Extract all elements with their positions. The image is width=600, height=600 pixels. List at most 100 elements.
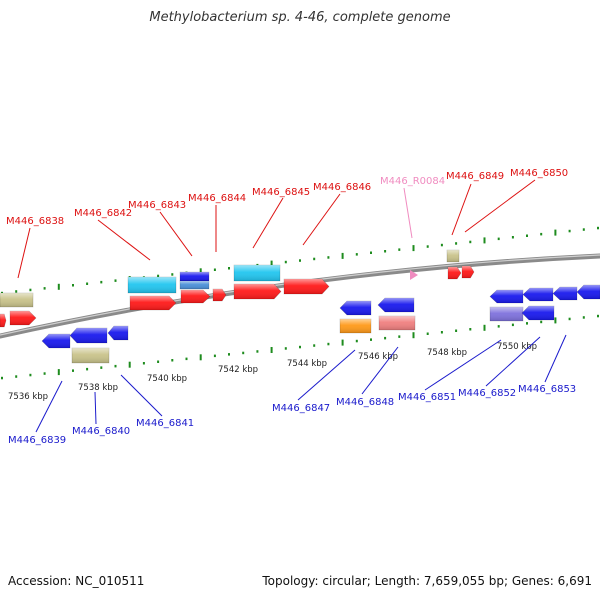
scale-label-7542: 7542 kbp: [218, 365, 258, 375]
bottom-tick: [242, 351, 245, 355]
bottom-tick-row: [1, 314, 599, 380]
rna-feature-M446_R0084[interactable]: [410, 270, 418, 280]
scale-label-7536: 7536 kbp: [8, 392, 48, 402]
gene-feature-red-4[interactable]: [212, 288, 227, 302]
scale-label-7538: 7538 kbp: [78, 383, 118, 393]
bottom-tick: [43, 372, 46, 375]
genome-summary-text: Topology: circular; Length: 7,659,055 bp…: [262, 574, 592, 588]
gene-feature-blue-8[interactable]: [522, 287, 554, 302]
gene-feature-blue-6[interactable]: [377, 297, 415, 313]
top-tick: [355, 253, 358, 256]
top-tick: [526, 234, 528, 237]
bottom-tick: [1, 376, 3, 380]
gene-label-M446_6845[interactable]: M446_6845: [252, 187, 310, 198]
gene-feature-cyan-2[interactable]: [233, 264, 281, 282]
top-tick: [100, 280, 103, 284]
gene-label-M446_6840[interactable]: M446_6840: [72, 426, 130, 437]
gene-feature-blue-2[interactable]: [69, 327, 108, 344]
top-tick: [341, 252, 344, 259]
scale-label-7540: 7540 kbp: [147, 374, 187, 384]
gene-label-M446_6841[interactable]: M446_6841: [136, 418, 194, 429]
gene-feature-pink-1[interactable]: [378, 315, 416, 331]
top-tick: [497, 237, 500, 241]
gene-feature-blue-7[interactable]: [489, 289, 524, 304]
top-tick: [412, 245, 415, 252]
gene-feature-blue-9[interactable]: [552, 286, 578, 301]
bottom-tick: [270, 347, 273, 353]
bottom-tick: [483, 324, 486, 331]
bottom-leader-lines: [35, 334, 567, 433]
gene-feature-blue-11[interactable]: [521, 305, 555, 321]
bottom-tick: [540, 320, 543, 324]
bottom-tick: [142, 362, 145, 365]
gene-feature-red-5[interactable]: [233, 283, 282, 300]
top-tick: [582, 228, 585, 231]
scale-label-7544: 7544 kbp: [287, 359, 327, 369]
gene-feature-steel-1[interactable]: [179, 280, 210, 290]
bottom-tick: [72, 369, 74, 372]
top-leader-lines: [17, 179, 536, 279]
gene-label-M446_6851[interactable]: M446_6851: [398, 392, 456, 403]
top-tick: [370, 251, 372, 254]
bottom-tick: [384, 336, 387, 340]
bottom-tick: [313, 344, 316, 347]
bottom-tick: [100, 366, 103, 369]
gene-label-M446_6842[interactable]: M446_6842: [74, 208, 132, 219]
gene-feature-red-2[interactable]: [129, 295, 177, 311]
top-tick: [284, 260, 287, 264]
gene-label-M446_6849[interactable]: M446_6849: [446, 171, 504, 182]
gene-feature-purple-1[interactable]: [489, 306, 524, 322]
scale-label-7546: 7546 kbp: [358, 352, 398, 362]
gene-label-M446_6847[interactable]: M446_6847: [272, 403, 330, 414]
gene-feature-blue-3[interactable]: [107, 325, 129, 341]
top-tick: [43, 287, 46, 290]
gene-feature-red-8[interactable]: [461, 265, 475, 279]
gene-label-M446_6852[interactable]: M446_6852: [458, 388, 516, 399]
gene-label-M446_6853[interactable]: M446_6853: [518, 384, 576, 395]
bottom-tick: [554, 317, 557, 324]
gene-label-M446_6850[interactable]: M446_6850: [510, 168, 568, 179]
gene-label-M446_6846[interactable]: M446_6846: [313, 182, 371, 193]
bottom-tick: [327, 342, 330, 346]
bottom-tick: [114, 364, 117, 368]
bottom-tick: [185, 357, 188, 361]
gene-feature-red-7[interactable]: [447, 266, 462, 280]
gene-feature-khaki-3[interactable]: [446, 249, 460, 263]
bottom-tick: [157, 360, 160, 363]
gene-label-M446_R0084[interactable]: M446_R0084: [380, 176, 445, 187]
top-tick: [157, 274, 160, 278]
top-tick: [469, 240, 472, 244]
gene-feature-red-3[interactable]: [180, 289, 211, 304]
top-tick: [597, 226, 599, 230]
top-tick: [57, 283, 60, 290]
bottom-tick: [426, 332, 429, 335]
top-tick: [398, 248, 401, 251]
gene-feature-khaki-2[interactable]: [71, 347, 110, 364]
bottom-tick: [341, 339, 344, 346]
gene-label-M446_6844[interactable]: M446_6844: [188, 193, 246, 204]
top-tick: [29, 288, 32, 292]
top-tick: [213, 268, 216, 271]
gene-label-M446_6848[interactable]: M446_6848: [336, 397, 394, 408]
gene-feature-cyan-1[interactable]: [127, 276, 177, 294]
gene-feature-khaki-1[interactable]: [0, 292, 34, 308]
bottom-tick: [412, 332, 415, 339]
bottom-tick: [57, 369, 60, 376]
top-tick: [568, 229, 571, 233]
scale-labels: 7536 kbp 7538 kbp 7540 kbp 7542 kbp 7544…: [8, 342, 537, 402]
gene-feature-orange-1[interactable]: [339, 318, 372, 334]
bottom-tick: [213, 354, 216, 358]
gene-feature-blue-10[interactable]: [576, 284, 600, 300]
gene-feature-red-0[interactable]: [0, 313, 7, 328]
gene-feature-blue-5[interactable]: [339, 300, 372, 316]
gene-feature-red-1[interactable]: [9, 310, 37, 326]
gene-feature-red-6[interactable]: [283, 278, 330, 295]
gene-feature-blue-4[interactable]: [179, 271, 210, 282]
gene-label-M446_6839[interactable]: M446_6839: [8, 435, 66, 446]
bottom-tick: [597, 314, 599, 318]
top-tick: [313, 257, 316, 261]
gene-label-M446_6838[interactable]: M446_6838: [6, 216, 64, 227]
top-gene-labels: M446_6838 M446_6842 M446_6843 M446_6844 …: [6, 168, 568, 227]
gene-feature-blue-1[interactable]: [41, 333, 71, 349]
gene-label-M446_6843[interactable]: M446_6843: [128, 200, 186, 211]
